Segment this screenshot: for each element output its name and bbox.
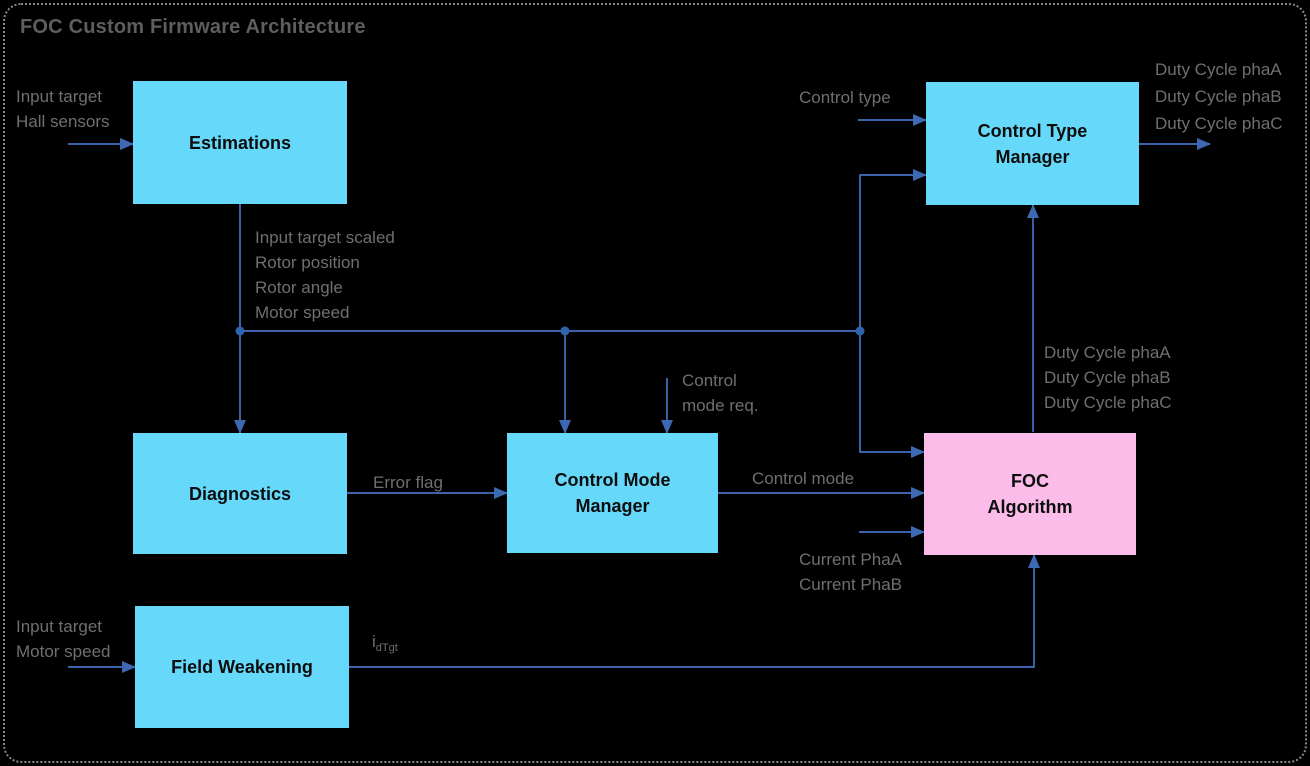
block-control-type-manager-label: Control Type Manager xyxy=(977,120,1088,167)
label-duty-cycle-outputs: Duty Cycle phaA Duty Cycle phaB Duty Cyc… xyxy=(1155,60,1283,133)
block-foc-algorithm-label: FOC Algorithm xyxy=(987,471,1073,517)
label-duty-cycle-feedback: Duty Cycle phaA Duty Cycle phaB Duty Cyc… xyxy=(1044,343,1172,412)
block-field-weakening: Field Weakening xyxy=(135,606,349,728)
block-control-mode-manager-label: Control Mode Manager xyxy=(554,470,671,516)
block-diagnostics-label: Diagnostics xyxy=(188,483,292,504)
block-estimations: Estimations xyxy=(133,81,347,204)
junction-dot-control-mode xyxy=(560,326,570,336)
block-estimations-label: Estimations xyxy=(188,132,292,153)
arrow-bus-to-control-type-manager xyxy=(859,169,927,331)
label-current-inputs: Current PhaA Current PhaB xyxy=(799,550,902,594)
label-control-type-input: Control type xyxy=(799,88,891,107)
block-control-mode-manager: Control Mode Manager xyxy=(507,433,718,553)
label-error-flag: Error flag xyxy=(373,473,443,492)
label-control-mode: Control mode xyxy=(752,469,855,488)
block-field-weakening-label: Field Weakening xyxy=(171,657,313,677)
label-control-mode-request: Control mode req. xyxy=(682,371,759,415)
junction-dot-estimations xyxy=(235,326,245,336)
block-control-type-manager: Control Type Manager xyxy=(926,82,1139,205)
arrow-bus-to-foc-algorithm xyxy=(859,331,925,458)
block-diagnostics: Diagnostics xyxy=(133,433,347,554)
label-estimations-inputs: Input target Hall sensors xyxy=(16,87,110,131)
junction-dot-right xyxy=(855,326,865,336)
diagram-title: FOC Custom Firmware Architecture xyxy=(20,16,366,38)
label-field-weakening-inputs: Input target Motor speed xyxy=(16,617,111,661)
arrow-idtgt-to-foc xyxy=(349,554,1040,668)
label-idtgt: idTgt xyxy=(372,629,398,661)
label-idtgt-base: i xyxy=(372,632,376,651)
block-foc-algorithm: FOC Algorithm xyxy=(924,433,1136,555)
label-estimations-outputs: Input target scaled Rotor position Rotor… xyxy=(255,228,395,322)
label-idtgt-sub: dTgt xyxy=(375,642,398,654)
